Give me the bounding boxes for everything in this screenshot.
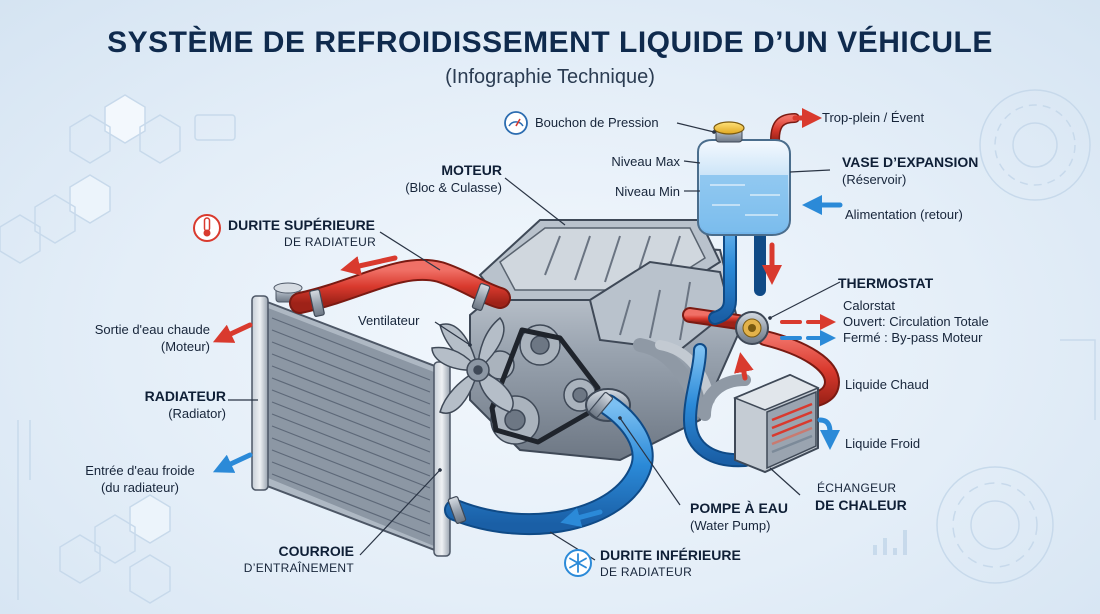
thermostat-name: THERMOSTAT [838,275,934,291]
page-subtitle: (Infographie Technique) [445,66,655,88]
hoses [289,113,840,536]
page-title: SYSTÈME DE REFROIDISSEMENT LIQUIDE D’UN … [107,26,993,59]
label-cold-liquid: Liquide Froid [845,436,921,451]
upper-hose-sub: DE RADIATEUR [284,235,377,249]
hot-water-out-line1: Sortie d'eau chaude [94,322,210,337]
heat-exchanger-line1: ÉCHANGEUR [817,481,897,495]
belt-name: COURROIE [278,543,354,559]
water-pump-name: POMPE À EAU [690,500,789,516]
cold-water-in-line2: (du radiateur) [100,480,180,495]
background-decoration [0,89,1096,604]
radiator [251,282,451,557]
label-upper-hose: DURITE SUPÉRIEURE DE RADIATEUR [228,217,376,251]
label-engine: MOTEUR (Bloc & Culasse) [380,162,502,196]
water-pump-sub: (Water Pump) [690,518,771,533]
lower-hose-name: DURITE INFÉRIEURE [600,547,741,563]
hot-water-out-line2: (Moteur) [160,339,210,354]
expansion-tank-name: VASE D’EXPANSION [842,154,979,170]
hose-clamps [309,283,613,524]
label-fan: Ventilateur [358,313,420,328]
label-thermostat-open: Ouvert: Circulation Totale [843,314,989,329]
lower-hose-sub: DE RADIATEUR [600,565,693,579]
label-radiator: RADIATEUR (Radiator) [100,388,226,422]
label-expansion-tank: VASE D’EXPANSION (Réservoir) [842,154,978,188]
radiator-name: RADIATEUR [144,388,226,404]
engine-block [469,219,742,462]
heat-exchanger-part [733,373,820,474]
label-overflow: Trop-plein / Évent [822,110,925,125]
upper-hose-name: DURITE SUPÉRIEURE [228,217,376,233]
flow-arrows [212,108,843,528]
label-supply: Alimentation (retour) [845,207,963,222]
label-thermostat-sub: Calorstat [843,298,896,313]
label-heat-exchanger: ÉCHANGEUR DE CHALEUR [815,480,907,514]
expansion-tank [697,121,791,236]
label-hot-liquid: Liquide Chaud [845,377,929,392]
label-level-max: Niveau Max [611,154,680,169]
engine-sub: (Bloc & Culasse) [405,180,502,195]
expansion-tank-sub: (Réservoir) [842,172,907,187]
label-level-min: Niveau Min [614,184,680,199]
thermometer-icon [193,214,221,242]
belt-sub: D’ENTRAÎNEMENT [243,561,354,575]
label-cold-water-in: Entrée d'eau froide (du radiateur) [60,462,220,496]
label-thermostat-closed: Fermé : By-pass Moteur [843,330,983,345]
label-belt: COURROIE D’ENTRAÎNEMENT [220,543,354,577]
label-thermostat: THERMOSTAT [838,275,933,292]
label-lower-hose: DURITE INFÉRIEURE DE RADIATEUR [600,547,741,581]
gauge-icon [504,111,528,135]
leader-lines [228,122,841,561]
label-hot-water-out: Sortie d'eau chaude (Moteur) [60,321,210,355]
snowflake-icon [564,549,592,577]
thermostat-part [735,311,769,345]
label-pressure-cap: Bouchon de Pression [535,115,659,130]
cold-water-in-line1: Entrée d'eau froide [85,463,195,478]
engine-name: MOTEUR [441,162,502,178]
heat-exchanger-line2: DE CHALEUR [815,497,907,513]
label-water-pump: POMPE À EAU (Water Pump) [690,500,788,534]
radiator-sub: (Radiator) [168,406,226,421]
